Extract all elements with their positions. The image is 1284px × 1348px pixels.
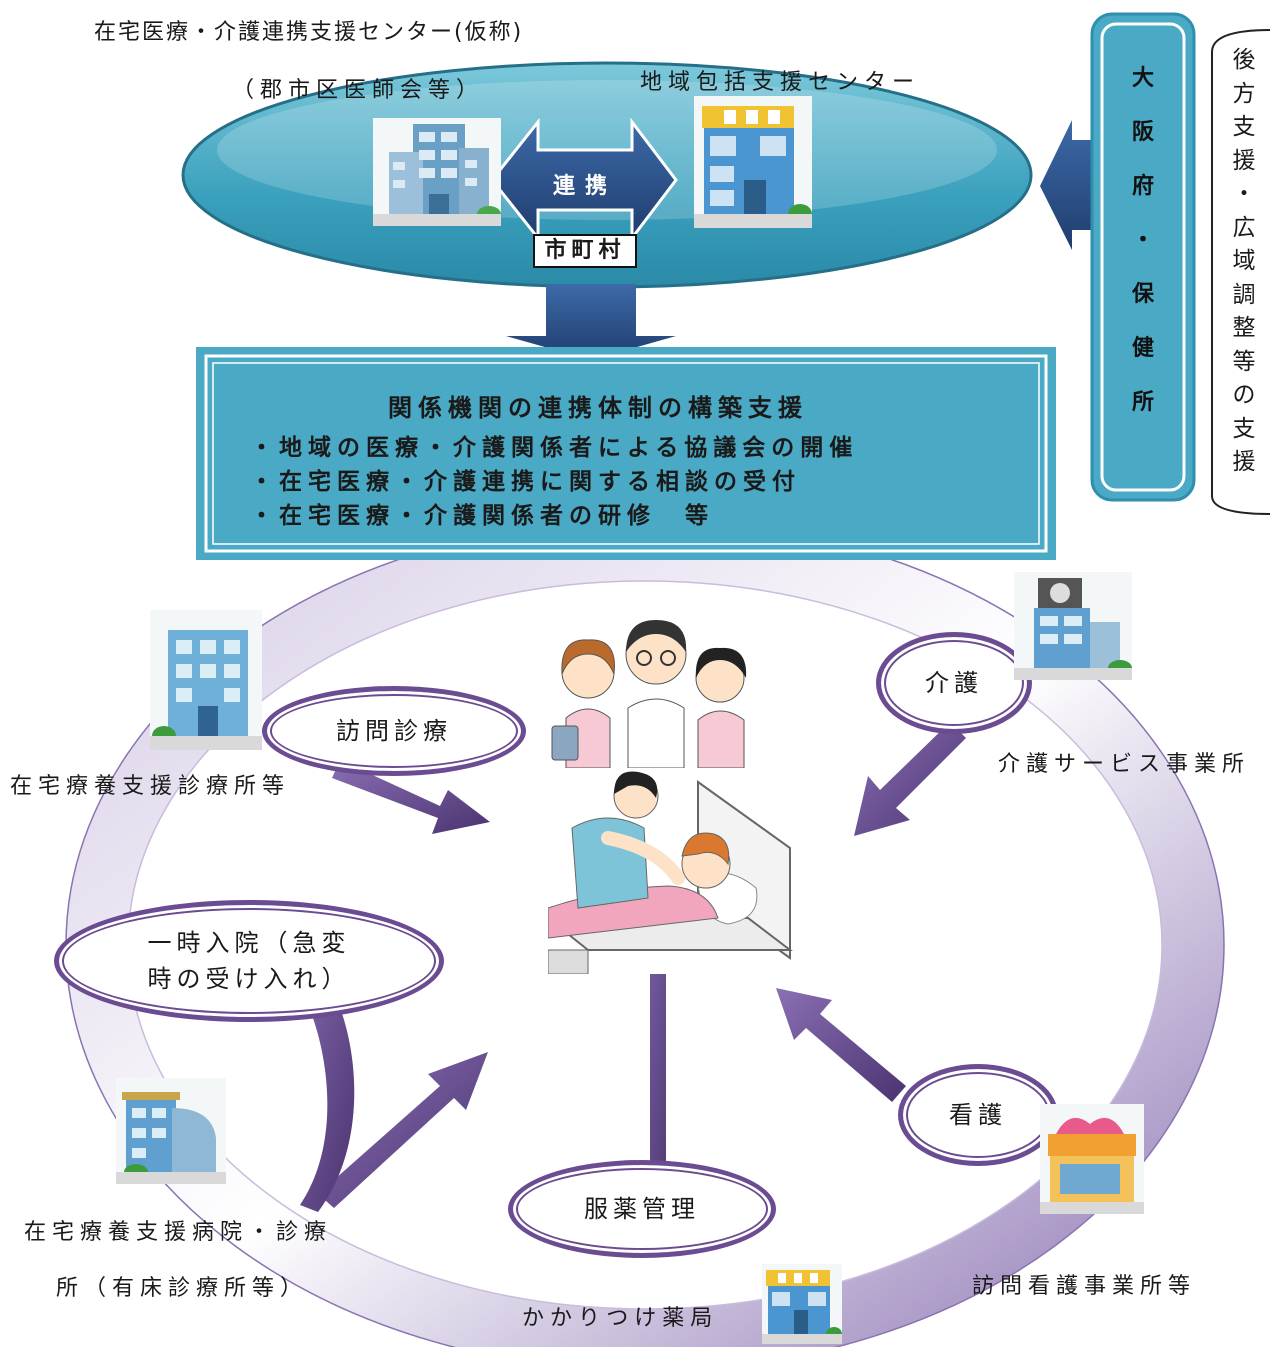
osaka-label: 大 阪 府 ・ 保 健 所 (1104, 52, 1182, 430)
label-shinryojo: 在宅療養支援診療所等 (10, 774, 291, 799)
ichiji-line2: 時の受け入れ） (147, 965, 351, 993)
osaka-char: 所 (1131, 390, 1154, 415)
osaka-box (1090, 12, 1196, 502)
kango-node: 看護 (898, 1064, 1058, 1166)
renkei-arrow (490, 117, 678, 243)
chiiki-label: 地域包括支援センター (640, 70, 921, 95)
osaka-char: 阪 (1131, 120, 1154, 145)
arrow-kaigo (854, 722, 966, 836)
ichiji-line1: 一時入院（急変 (147, 929, 351, 957)
renkei-label: 連携 (553, 174, 618, 199)
houmon-shinryo-label: 訪問診療 (336, 717, 452, 745)
side-char: 援 (1232, 147, 1256, 174)
osaka-char: 健 (1131, 336, 1154, 361)
side-char: 支 (1232, 114, 1256, 140)
osaka-char: 府 (1131, 174, 1154, 199)
label-yakkyoku: かかりつけ薬局 (522, 1306, 719, 1331)
side-char: 支 (1232, 415, 1256, 442)
support-item: ・在宅医療・介護関係者の研修 等 (250, 503, 714, 529)
center-name: 在宅医療・介護連携支援センター(仮称) (94, 20, 524, 45)
fukuyaku-node: 服薬管理 (508, 1160, 776, 1258)
chiiki-building-icon (694, 96, 812, 228)
medical-building-icon (373, 118, 501, 226)
visit-nursing-building-icon (1040, 1104, 1144, 1214)
side-char: の (1232, 382, 1256, 408)
support-title: 関係機関の連携体制の構築支援 (388, 394, 808, 422)
support-item: ・地域の医療・介護関係者による協議会の開催 (250, 435, 859, 461)
fukuyaku-label: 服薬管理 (584, 1195, 700, 1223)
arrow-houmon-shinryo (332, 760, 490, 834)
center-sub: （郡市区医師会等） (232, 78, 485, 103)
kango-label: 看護 (949, 1101, 1007, 1129)
label-houmon-kango: 訪問看護事業所等 (972, 1274, 1197, 1299)
arrow-byoin (318, 1052, 488, 1208)
side-char: 援 (1232, 449, 1256, 475)
shichoson-box: 市町村 (533, 234, 637, 268)
side-char: ・ (1232, 181, 1256, 207)
side-char: 整 (1232, 315, 1256, 341)
support-box (196, 347, 1056, 560)
label-kaigo-service: 介護サービス事業所 (998, 752, 1251, 777)
osaka-char: 大 (1131, 66, 1154, 91)
support-item: ・在宅医療・介護連携に関する相談の受付 (250, 469, 801, 495)
ichiji-node: 一時入院（急変 時の受け入れ） (54, 900, 444, 1022)
label-byoin-line2: 所（有床診療所等） (56, 1276, 309, 1301)
label-byoin-line1: 在宅療養支援病院・診療 (24, 1220, 333, 1245)
pharmacy-building-icon (762, 1264, 842, 1344)
osaka-arrow (1040, 120, 1104, 250)
side-char: 調 (1232, 281, 1256, 308)
medical-staff-illustration (548, 608, 764, 769)
arrow-kango (776, 988, 906, 1102)
hospital-building-icon (116, 1078, 226, 1184)
care-service-building-icon (1014, 572, 1132, 680)
osaka-char: 保 (1131, 282, 1154, 307)
side-char: 広 (1232, 214, 1256, 241)
houmon-shinryo-node: 訪問診療 (262, 686, 526, 776)
down-arrow (506, 284, 676, 360)
home-care-illustration (545, 768, 796, 975)
arrow-fukuyaku (634, 820, 682, 1170)
side-char: 域 (1232, 248, 1256, 274)
side-char: 後 (1232, 47, 1256, 73)
kaigo-label: 介護 (925, 669, 983, 697)
side-bracket (1211, 29, 1271, 515)
side-char: 等 (1232, 348, 1256, 375)
side-char: 方 (1232, 80, 1256, 107)
clinic-building-icon (150, 610, 262, 750)
side-support-label: 後 方 支 援 ・ 広 域 調 整 等 の 支 援 (1226, 44, 1262, 480)
osaka-char: ・ (1131, 228, 1154, 253)
kaigo-node: 介護 (876, 632, 1032, 734)
